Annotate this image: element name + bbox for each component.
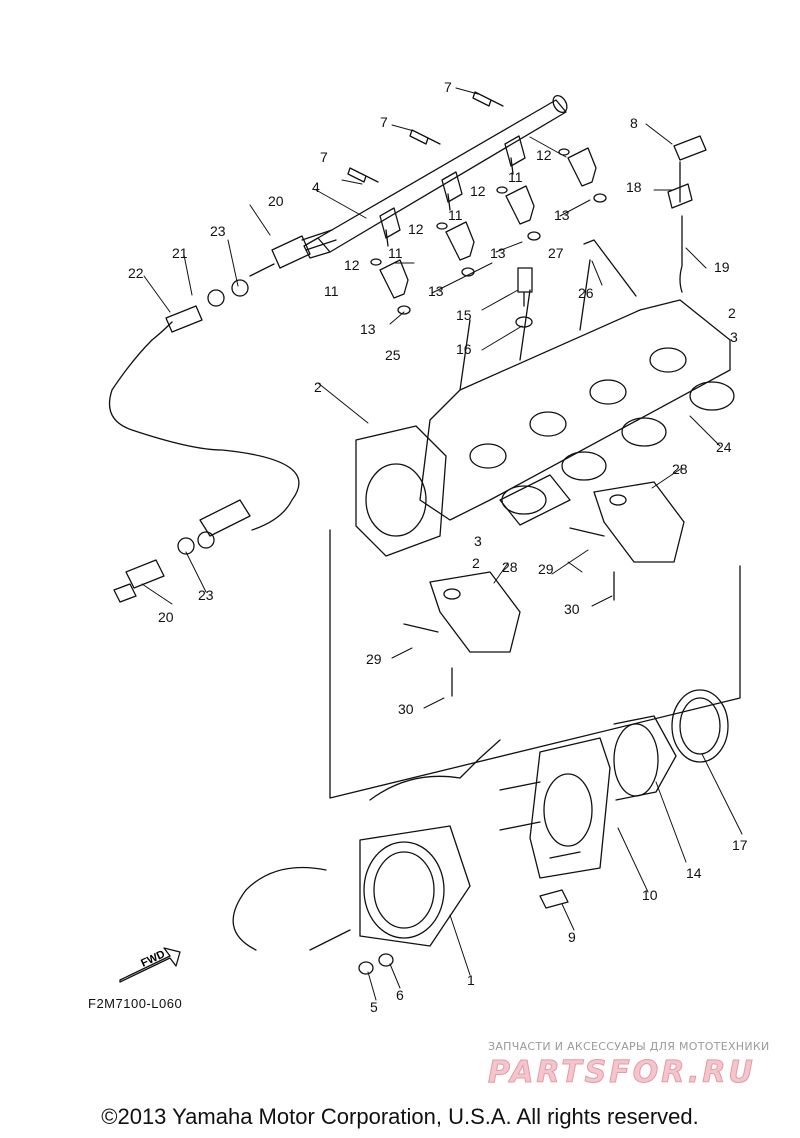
throttle-body-assembly <box>232 529 741 951</box>
callout-7: 7 <box>380 114 388 130</box>
callout-30: 30 <box>564 601 580 617</box>
callout-29: 29 <box>538 561 554 577</box>
callout-11: 11 <box>508 169 523 185</box>
callout-11: 11 <box>448 207 463 223</box>
callout-10: 10 <box>642 887 658 903</box>
callout-29: 29 <box>366 651 382 667</box>
callout-4: 4 <box>312 179 320 195</box>
callout-11: 11 <box>324 283 339 299</box>
callout-22: 22 <box>128 265 144 281</box>
watermark-logo: PARTSFOR.RU <box>488 1055 756 1091</box>
watermark: ЗАПЧАСТИ И АКСЕССУАРЫ ДЛЯ МОТОТЕХНИКИ PA… <box>488 1040 788 1091</box>
callout-7: 7 <box>320 149 328 165</box>
manifold-inlet-flange <box>355 425 447 557</box>
callout-3: 3 <box>730 329 738 345</box>
callout-30: 30 <box>398 701 414 717</box>
callout-7: 7 <box>444 79 452 95</box>
callout-24: 24 <box>716 439 732 455</box>
fuel-injectors <box>370 147 607 315</box>
drawing-code: F2M7100-L060 <box>88 996 183 1011</box>
intake-manifold <box>419 259 735 526</box>
callout-13: 13 <box>554 207 570 223</box>
callout-18: 18 <box>626 179 642 195</box>
callout-8: 8 <box>630 115 638 131</box>
callout-15: 15 <box>456 307 472 323</box>
callout-17: 17 <box>732 837 748 853</box>
callout-14: 14 <box>686 865 702 881</box>
callout-labels: 1222334567778910111111111212121213131313… <box>128 79 748 1015</box>
fuel-rail <box>303 94 568 259</box>
watermark-caption: ЗАПЧАСТИ И АКСЕССУАРЫ ДЛЯ МОТОТЕХНИКИ <box>488 1040 770 1053</box>
nut-and-washer <box>358 953 394 975</box>
callout-2: 2 <box>728 305 736 321</box>
fwd-arrow <box>119 947 181 983</box>
callout-6: 6 <box>396 987 404 1003</box>
callout-13: 13 <box>428 283 444 299</box>
rail-bolts <box>347 91 504 183</box>
callout-20: 20 <box>158 609 174 625</box>
callout-27: 27 <box>548 245 564 261</box>
callout-25: 25 <box>385 347 401 363</box>
callout-13: 13 <box>360 321 376 337</box>
callout-11: 11 <box>388 245 403 261</box>
callout-28: 28 <box>502 559 518 575</box>
callout-12: 12 <box>470 183 486 199</box>
callout-13: 13 <box>490 245 506 261</box>
callout-19: 19 <box>714 259 730 275</box>
copyright-notice: ©2013 Yamaha Motor Corporation, U.S.A. A… <box>101 1104 699 1129</box>
callout-9: 9 <box>568 929 576 945</box>
callout-23: 23 <box>210 223 226 239</box>
callout-16: 16 <box>456 341 472 357</box>
callout-2: 2 <box>472 555 480 571</box>
fuel-hose-assembly <box>108 229 337 603</box>
callout-12: 12 <box>536 147 552 163</box>
callout-20: 20 <box>268 193 284 209</box>
callout-12: 12 <box>408 221 424 237</box>
callout-5: 5 <box>370 999 378 1015</box>
leader-lines <box>141 87 743 1001</box>
callout-21: 21 <box>172 245 188 261</box>
mounting-brackets <box>403 481 685 697</box>
callout-1: 1 <box>467 972 475 988</box>
callout-26: 26 <box>578 285 594 301</box>
sensors <box>515 135 707 328</box>
callout-23: 23 <box>198 587 214 603</box>
callout-28: 28 <box>672 461 688 477</box>
callout-2: 2 <box>314 379 322 395</box>
callout-3: 3 <box>474 533 482 549</box>
callout-12: 12 <box>344 257 360 273</box>
